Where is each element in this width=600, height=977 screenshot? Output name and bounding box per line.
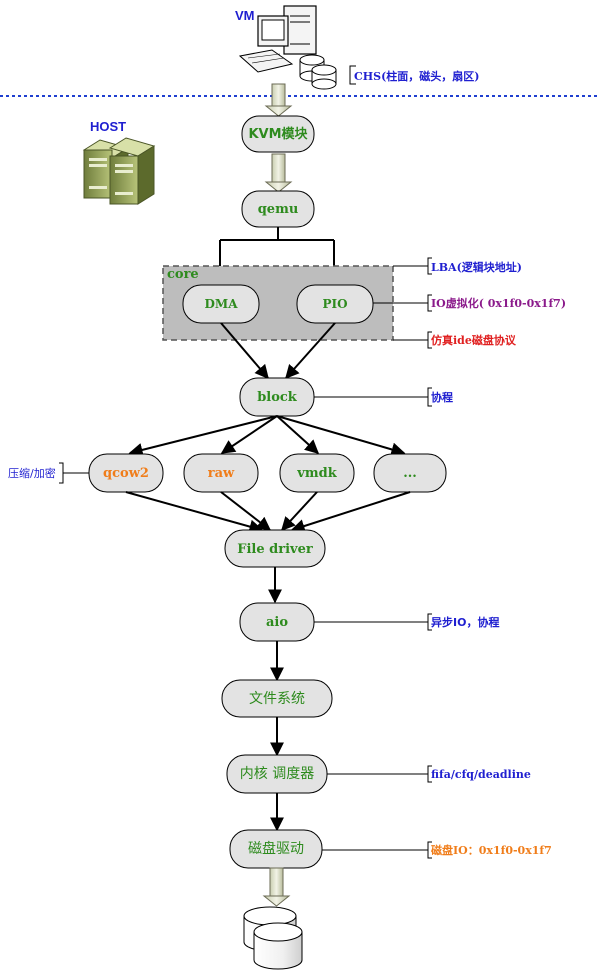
disk-io-annotation: 磁盘IO：0x1f0-0x1f7 <box>322 841 552 859</box>
vmdk-node-label: vmdk <box>296 466 337 481</box>
core-to-block-arrows <box>220 322 336 380</box>
server-tower-icon <box>82 137 156 205</box>
kvm-to-qemu-arrow <box>264 153 293 193</box>
ide-annotation-text: 仿真ide磁盘协议 <box>431 333 517 347</box>
disk-io-annotation-text: 磁盘IO：0x1f0-0x1f7 <box>431 843 552 857</box>
block-node-label: block <box>257 390 298 405</box>
async-annotation-text: 异步IO，协程 <box>431 615 499 629</box>
file-driver-node: File driver <box>224 529 326 568</box>
chs-annotation: CHS(柱面，磁头，扇区) <box>349 65 480 85</box>
raw-node-label: raw <box>208 466 235 481</box>
scheduler-node-label: 内核 调度器 <box>240 766 314 782</box>
ide-annotation: 仿真ide磁盘协议 <box>393 331 517 349</box>
vmdk-node: vmdk <box>279 453 355 493</box>
host-label: HOST <box>90 119 126 134</box>
lba-annotation-text: LBA(逻辑块地址) <box>431 260 522 274</box>
pio-node: PIO <box>296 284 374 324</box>
aio-node: aio <box>239 602 315 642</box>
filesystem-node-label: 文件系统 <box>249 691 305 707</box>
sched-annotation: fifa/cfq/deadline <box>327 765 531 783</box>
qcow2-node-label: qcow2 <box>103 466 149 481</box>
qcow2-node: qcow2 <box>88 453 164 493</box>
compress-annotation-text: 压缩/加密 <box>8 466 56 480</box>
vm-to-kvm-arrow <box>264 83 293 117</box>
io-virtualization-annotation: IO虚拟化( 0x1f0-0x1f7) <box>373 294 566 312</box>
dma-node-label: DMA <box>205 297 239 311</box>
format-to-driver-arrows <box>125 491 411 534</box>
coroutine-annotation: 协程 <box>314 387 453 407</box>
core-label: core <box>167 267 199 282</box>
dma-node: DMA <box>182 284 260 324</box>
vm-label: VM <box>235 8 255 23</box>
qemu-node-label: qemu <box>258 202 299 217</box>
async-annotation: 异步IO，协程 <box>314 613 499 631</box>
sched-annotation-text: fifa/cfq/deadline <box>431 768 531 781</box>
driver-to-storage-arrow <box>262 867 291 907</box>
kvm-node: KVM模块 <box>241 115 315 153</box>
pio-node-label: PIO <box>322 297 347 311</box>
filesystem-node: 文件系统 <box>221 679 333 718</box>
io-virtualization-annotation-text: IO虚拟化( 0x1f0-0x1f7) <box>431 296 566 310</box>
computer-with-disks-icon <box>238 5 337 90</box>
file-driver-node-label: File driver <box>237 542 313 557</box>
block-node: block <box>239 377 315 417</box>
block-to-format-arrows <box>128 415 406 457</box>
kvm-node-label: KVM模块 <box>248 126 308 142</box>
aio-node-label: aio <box>266 615 288 630</box>
raw-node: raw <box>183 453 259 493</box>
more-formats-node-label: ... <box>403 466 417 481</box>
scheduler-node: 内核 调度器 <box>226 754 328 794</box>
chs-annotation-text: CHS(柱面，磁头，扇区) <box>354 69 480 83</box>
more-formats-node: ... <box>373 453 447 493</box>
disk-driver-node-label: 磁盘驱动 <box>248 840 304 857</box>
qemu-node: qemu <box>241 190 315 228</box>
disk-driver-node: 磁盘驱动 <box>229 829 323 869</box>
coroutine-annotation-text: 协程 <box>431 390 453 404</box>
compress-annotation: 压缩/加密 <box>8 462 89 484</box>
disk-stack-icon <box>243 906 303 970</box>
lba-annotation: LBA(逻辑块地址) <box>393 257 522 275</box>
